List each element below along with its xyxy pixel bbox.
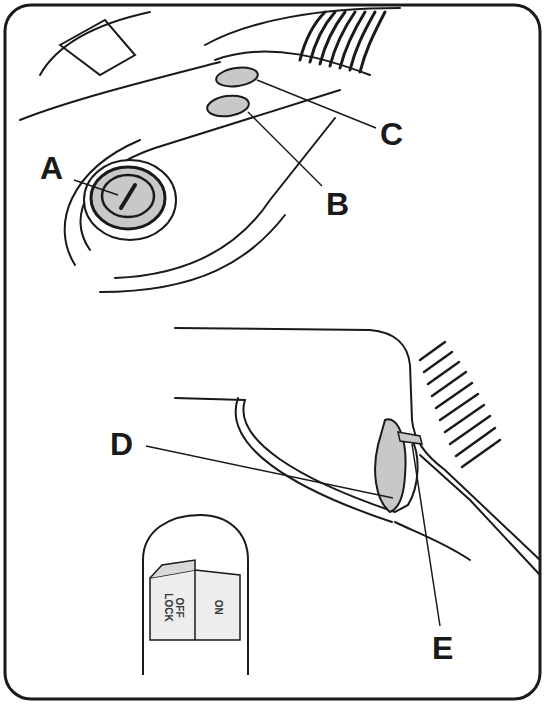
dial-mark bbox=[121, 185, 135, 208]
rocker-edge bbox=[150, 560, 195, 578]
switch-label: OFF LOCK bbox=[163, 587, 184, 627]
handle-outline bbox=[175, 398, 245, 400]
handle-outline bbox=[395, 522, 470, 560]
vent-grille bbox=[300, 12, 385, 72]
body-edge bbox=[20, 62, 220, 120]
switch-label: ON bbox=[213, 587, 224, 627]
trigger-guard bbox=[236, 398, 392, 522]
handle-outline bbox=[420, 455, 540, 575]
bristles bbox=[420, 342, 500, 467]
frame bbox=[5, 5, 540, 699]
callout-letter: D bbox=[110, 428, 133, 460]
small-button bbox=[206, 93, 250, 119]
small-button bbox=[215, 65, 259, 89]
callout-letter: B bbox=[326, 188, 349, 220]
callout-letter: A bbox=[40, 152, 63, 184]
button-panel bbox=[80, 90, 340, 250]
callout-letter: E bbox=[432, 632, 453, 664]
rocker-divider bbox=[194, 570, 196, 640]
leader-lines bbox=[74, 80, 440, 626]
dial-button bbox=[91, 167, 165, 229]
callout-letter: C bbox=[380, 118, 403, 150]
switch-tab bbox=[398, 432, 422, 444]
inset-frame bbox=[143, 515, 248, 675]
button-ring bbox=[84, 160, 176, 240]
body-edge bbox=[40, 12, 150, 75]
dial-face bbox=[102, 175, 154, 217]
trigger-guard bbox=[243, 400, 417, 512]
body-tab bbox=[60, 20, 135, 75]
rocker-switch bbox=[150, 570, 240, 640]
